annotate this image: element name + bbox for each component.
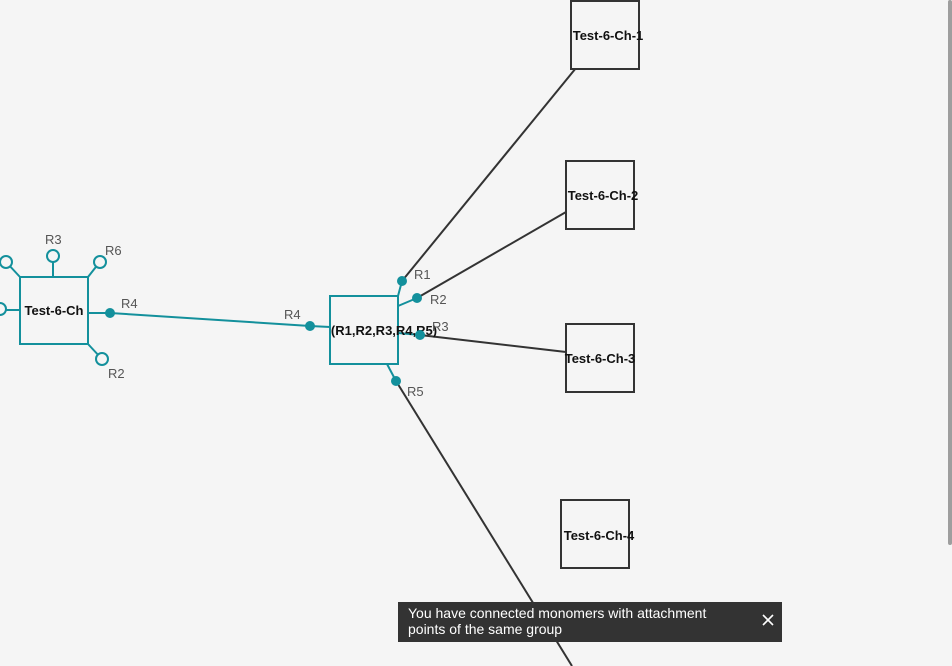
monomer-left[interactable]: Test-6-Ch R3 R6 R4 R2	[0, 232, 138, 381]
left-ap-label-r2: R2	[108, 366, 125, 381]
left-ap-label-r6: R6	[105, 243, 122, 258]
center-ap-label-r2: R2	[430, 292, 447, 307]
left-attachment-point-r5[interactable]	[0, 255, 13, 269]
monomer-left-box[interactable]	[19, 276, 89, 345]
center-ap-label-r3: R3	[432, 319, 449, 334]
left-attachment-point-r3[interactable]	[46, 249, 60, 263]
center-attachment-point-r2[interactable]	[412, 293, 422, 303]
left-attachment-point-r6[interactable]	[93, 255, 107, 269]
left-attachment-point-r4[interactable]	[105, 308, 115, 318]
monomer-ch1-box[interactable]	[570, 0, 640, 70]
left-ap-label-r3: R3	[45, 232, 62, 247]
bond-left-r4-center-r4[interactable]	[109, 312, 311, 327]
center-ap-label-r5: R5	[407, 384, 424, 399]
monomer-center-box[interactable]	[329, 295, 399, 365]
monomer-ch3-label: Test-6-Ch-3	[565, 351, 636, 366]
center-attachment-point-r1[interactable]	[397, 276, 407, 286]
left-attachment-point-r2[interactable]	[95, 352, 109, 366]
center-attachment-point-r5[interactable]	[391, 376, 401, 386]
monomer-ch3[interactable]: Test-6-Ch-3	[565, 323, 636, 393]
bond-center-r3-ch3[interactable]	[419, 334, 567, 353]
center-attachment-point-r3[interactable]	[415, 330, 425, 340]
monomer-ch2-box[interactable]	[565, 160, 635, 230]
center-attachment-point-r4[interactable]	[305, 321, 315, 331]
monomer-ch1[interactable]: Test-6-Ch-1	[570, 0, 644, 70]
left-ap-label-r4: R4	[121, 296, 138, 311]
bond-center-r2-ch2[interactable]	[416, 211, 567, 299]
monomer-center[interactable]: (R1,R2,R3,R4,R5) R1 R2 R3 R4 R5	[284, 267, 449, 399]
notification-toast: You have connected monomers with attachm…	[398, 602, 782, 642]
monomer-center-label: (R1,R2,R3,R4,R5)	[331, 323, 437, 338]
toast-message: You have connected monomers with attachm…	[408, 605, 707, 637]
monomer-ch4-label: Test-6-Ch-4	[564, 528, 635, 543]
left-attachment-point-r1[interactable]	[0, 302, 7, 316]
bonds	[109, 67, 577, 666]
monomer-ch4[interactable]: Test-6-Ch-4	[560, 499, 635, 569]
monomer-ch4-box[interactable]	[560, 499, 630, 569]
bond-center-r1-ch1[interactable]	[401, 67, 577, 282]
monomer-left-label: Test-6-Ch	[25, 303, 84, 318]
close-icon[interactable]	[760, 612, 776, 628]
monomer-ch1-label: Test-6-Ch-1	[573, 28, 644, 43]
center-ap-label-r1: R1	[414, 267, 431, 282]
monomer-ch2[interactable]: Test-6-Ch-2	[565, 160, 639, 230]
monomer-ch2-label: Test-6-Ch-2	[568, 188, 639, 203]
vertical-scrollbar[interactable]	[948, 0, 952, 545]
monomer-ch3-box[interactable]	[565, 323, 635, 393]
center-ap-label-r4: R4	[284, 307, 301, 322]
